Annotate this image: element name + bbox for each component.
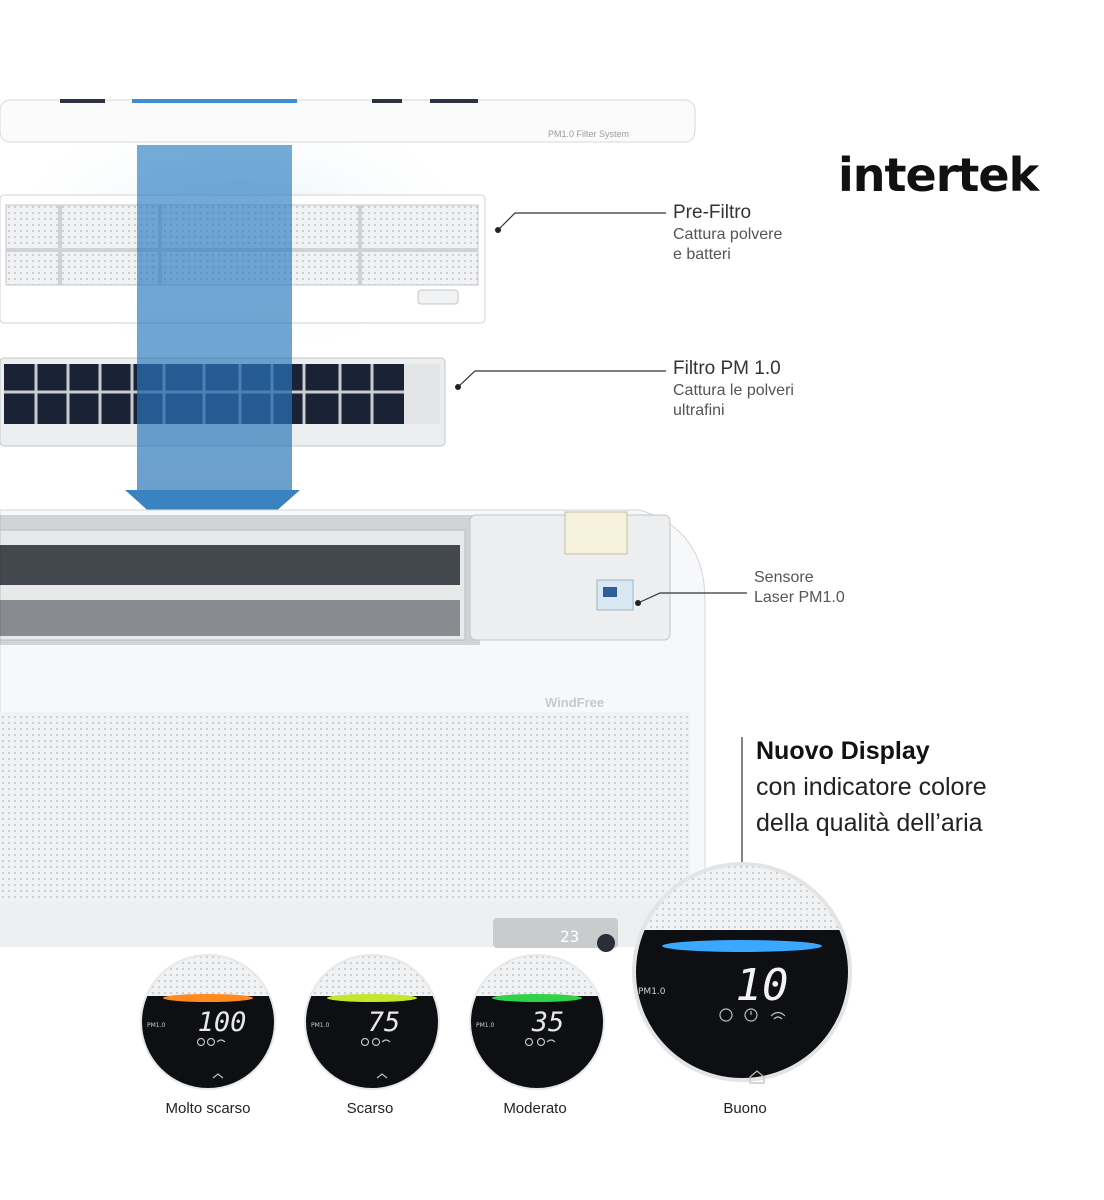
prefilter-line1: Cattura polvere	[673, 225, 783, 243]
level-label-very-poor: Molto scarso	[165, 1100, 251, 1117]
pm-filter-title: Filtro PM 1.0	[673, 358, 781, 379]
prefilter-title: Pre-Filtro	[673, 202, 752, 223]
level-label-good: Buono	[723, 1100, 767, 1117]
pm-filter-callout: Filtro PM 1.0 Cattura le polveri ultrafi…	[673, 357, 794, 421]
prefilter-line2: e batteri	[673, 245, 731, 263]
home-sound-icon	[212, 1070, 765, 1084]
new-display-line1: con indicatore colore	[756, 773, 987, 801]
pm-label-2: PM1.0	[311, 1022, 330, 1029]
windfree-mark: WindFree	[545, 695, 604, 710]
pm-label-3: PM1.0	[476, 1022, 495, 1029]
indoor-unit: WindFree 23	[0, 509, 706, 952]
level-label-moderate: Moderato	[503, 1100, 567, 1117]
reading-value-2: 75	[368, 1007, 401, 1038]
arrow-down-icon	[125, 145, 300, 568]
new-display-title: Nuovo Display	[756, 737, 930, 765]
wifi-icon	[216, 1011, 786, 1043]
reading-value-1: 100	[198, 1007, 247, 1038]
pm-filter-line1: Cattura le polveri	[673, 381, 794, 399]
new-display-line2: della qualità dell’aria	[756, 809, 983, 837]
recycle-icon	[196, 1008, 733, 1047]
leader-lines	[457, 212, 747, 868]
sensor-line2: Laser PM1.0	[754, 589, 845, 606]
sensor-line1: Sensore	[754, 569, 814, 586]
panel-caption: PM1.0 Filter System	[548, 129, 629, 139]
intertek-logo: intertek	[838, 148, 1039, 202]
sensor-callout: Sensore Laser PM1.0	[754, 568, 845, 608]
prefilter-callout: Pre-Filtro Cattura polvere e batteri	[673, 201, 782, 265]
unit-display-reading: 23	[560, 927, 579, 946]
front-panel: PM1.0 Filter System	[0, 99, 696, 143]
level-label-poor: Scarso	[346, 1100, 394, 1117]
pm-label-1: PM1.0	[147, 1022, 166, 1029]
reading-value-4: 10	[736, 960, 789, 1011]
reading-value-3: 35	[531, 1007, 565, 1038]
pm-filter-line2: ultrafini	[673, 401, 725, 419]
clock-icon	[206, 1008, 758, 1047]
new-display-callout: Nuovo Display con indicatore colore dell…	[756, 733, 987, 841]
pm-label-4: PM1.0	[638, 987, 666, 997]
